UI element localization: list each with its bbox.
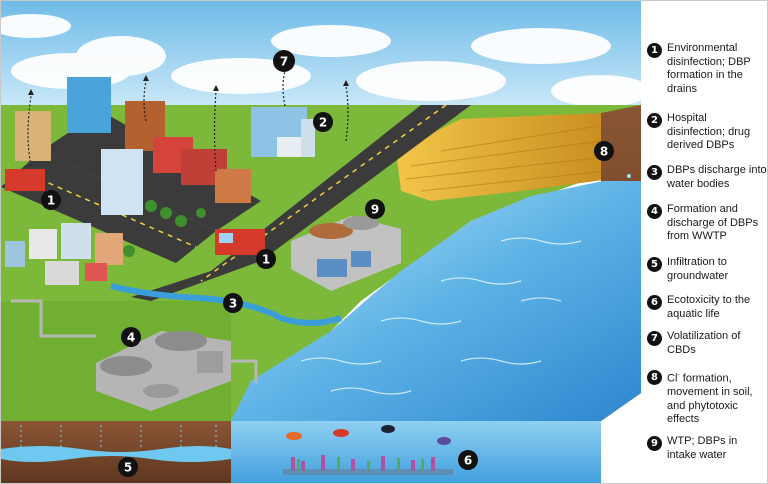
pipe-from-wwtp — [231, 359, 258, 383]
svg-text:9: 9 — [371, 203, 379, 217]
road-main — [131, 105, 471, 301]
legend-number: 8 — [647, 370, 662, 385]
legend-item-6: 6 Ecotoxicity to the aquatic life — [647, 294, 767, 321]
legend-text: Infiltration to groundwater — [667, 256, 729, 282]
pipe-to-wwtp — [11, 299, 96, 338]
legend-number: 6 — [647, 295, 662, 310]
legend-text-rest: formation, movement in soil, and phytoto… — [667, 372, 753, 426]
marker-4: 4 — [121, 327, 141, 347]
svg-text:6: 6 — [464, 454, 472, 468]
groundwater-band — [1, 446, 231, 462]
svg-text:4: 4 — [127, 331, 135, 345]
legend: 1 Environmental disinfection; DBP format… — [641, 1, 767, 483]
svg-text:1: 1 — [47, 194, 55, 208]
marker-1a: 1 — [41, 190, 61, 210]
legend-number: 5 — [647, 257, 662, 272]
water-treatment-plant — [291, 216, 401, 291]
marker-8: 8 — [594, 141, 614, 161]
disinfection-trucks — [5, 169, 265, 255]
legend-number: 4 — [647, 204, 662, 219]
arrow-heads — [28, 75, 349, 95]
chloride-charge: - — [677, 372, 680, 379]
road-upper — [41, 111, 261, 231]
groundwater-drops — [20, 425, 217, 447]
legend-text: Hospital disinfection; drug derived DBPs — [667, 112, 751, 151]
wheat-texture — [405, 125, 607, 192]
marker-2: 2 — [313, 112, 333, 132]
marker-6: 6 — [458, 450, 478, 470]
legend-item-2: 2 Hospital disinfection; drug derived DB… — [647, 112, 767, 153]
marker-1b: 1 — [256, 249, 276, 269]
legend-text: Formation and discharge of DBPs from WWT… — [667, 203, 759, 242]
aquatic-life — [283, 425, 453, 475]
legend-number: 3 — [647, 165, 662, 180]
legend-text: WTP; DBPs in intake water — [667, 435, 738, 461]
lake-ripples — [300, 237, 582, 395]
marker-3: 3 — [223, 293, 243, 313]
marker-9: 9 — [365, 199, 385, 219]
chloride-symbol: Cl — [667, 372, 678, 385]
svg-text:3: 3 — [229, 297, 237, 311]
legend-text: Cl- formation, movement in soil, and phy… — [667, 369, 767, 427]
marker-7: 7 — [273, 50, 295, 72]
volatilization-arrows — [27, 70, 349, 172]
city-buildings — [5, 77, 251, 285]
legend-item-4: 4 Formation and discharge of DBPs from W… — [647, 203, 767, 244]
legend-number: 7 — [647, 331, 662, 346]
hospital — [251, 107, 315, 157]
wheat-field — [396, 113, 611, 201]
wastewater-treatment-plant — [96, 331, 231, 411]
legend-number: 2 — [647, 113, 662, 128]
legend-text: DBPs discharge into water bodies — [667, 164, 767, 190]
legend-text: Volatilization of CBDs — [667, 330, 741, 356]
svg-text:2: 2 — [319, 116, 327, 130]
scene-illustration: 1 1 2 3 4 5 6 7 — [1, 1, 641, 483]
legend-item-5: 5 Infiltration to groundwater — [647, 256, 767, 283]
svg-text:1: 1 — [262, 253, 270, 267]
legend-item-8: 8 Cl- formation, movement in soil, and p… — [647, 369, 767, 427]
legend-item-1: 1 Environmental disinfection; DBP format… — [647, 42, 767, 96]
legend-text: Environmental disinfection; DBP formatio… — [667, 42, 751, 95]
legend-item-3: 3 DBPs discharge into water bodies — [647, 164, 767, 191]
legend-item-7: 7 Volatilization of CBDs — [647, 330, 767, 357]
legend-text: Ecotoxicity to the aquatic life — [667, 294, 751, 320]
marker-5: 5 — [118, 457, 138, 477]
svg-text:7: 7 — [280, 55, 288, 69]
legend-number: 1 — [647, 43, 662, 58]
legend-number: 9 — [647, 436, 662, 451]
trees — [123, 200, 206, 257]
lake — [231, 181, 641, 421]
svg-text:8: 8 — [600, 145, 608, 159]
svg-text:5: 5 — [124, 461, 132, 475]
legend-item-9: 9 WTP; DBPs in intake water — [647, 435, 767, 462]
